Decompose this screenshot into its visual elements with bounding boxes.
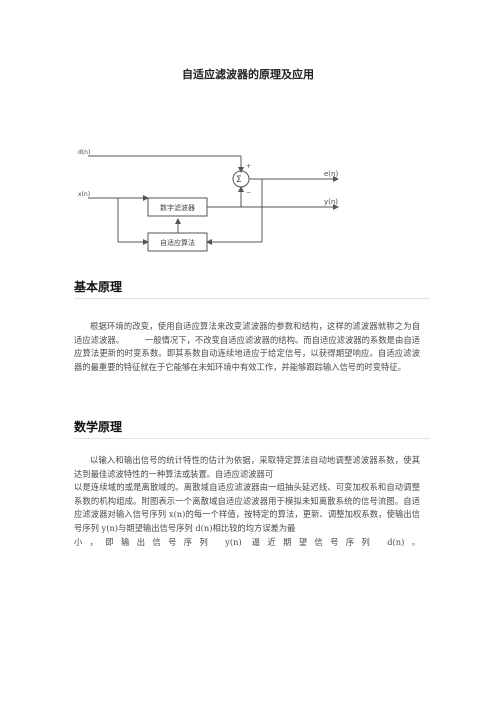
sum-symbol: Σ xyxy=(236,175,242,185)
math-principle-last-line: 小，即输出信号序列 y(n) 逼近期望信号序列 d(n)。 xyxy=(74,536,420,547)
summer-circle xyxy=(232,170,250,188)
math-principle-body: 以是连续域的或是离散域的。离散域自适应滤波器由一组抽头延迟线、可变加权系和自动调… xyxy=(74,482,420,533)
section-heading-basic-principle: 基本原理 xyxy=(74,280,123,294)
digital-filter-block xyxy=(147,197,208,217)
plus-sign: + xyxy=(246,163,251,170)
section-divider xyxy=(74,298,430,299)
adaptive-filter-block-diagram: d(n) x(n) e(n) y(n) Σ + − 数字滤波器 自适应算法 xyxy=(78,149,339,252)
y-output-label: y(n) xyxy=(324,198,338,206)
basic-principle-paragraph: 根据环境的改变，使用自适应算法来改变滤波器的参数和结构，这样的滤波器就称之为自适… xyxy=(74,321,420,372)
e-output-label: e(n) xyxy=(324,170,338,178)
section-divider xyxy=(74,438,430,439)
document-title: 自适应滤波器的原理及应用 xyxy=(182,68,314,81)
adaptive-algorithm-block xyxy=(147,232,208,252)
math-principle-first-line: 以输入和输出信号的统计特性的估计为依据，采取特定算法自动地调整滤波器系数，使其达… xyxy=(74,455,420,479)
math-principle-paragraph: 以输入和输出信号的统计特性的估计为依据，采取特定算法自动地调整滤波器系数，使其达… xyxy=(74,454,420,549)
d-input-label: d(n) xyxy=(78,149,90,156)
adaptive-algorithm-label: 自适应算法 xyxy=(160,238,195,247)
x-input-label: x(n) xyxy=(78,191,90,198)
digital-filter-label: 数字滤波器 xyxy=(160,203,195,212)
section-heading-math-principle: 数学原理 xyxy=(74,420,123,434)
minus-sign: − xyxy=(246,189,251,196)
